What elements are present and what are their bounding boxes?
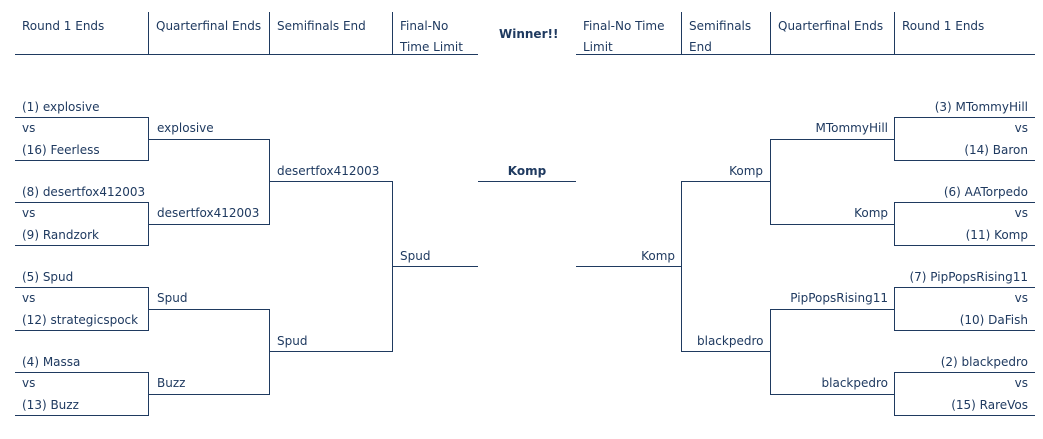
left-r1-m4-top: (4) Massa [22, 355, 81, 369]
header-label: Final-No Time Limit [400, 19, 463, 54]
right-sf-2: blackpedro [697, 334, 764, 348]
left-r1-m1-bottom: (16) Feerless [22, 143, 100, 157]
right-r1-m2-vs: vs [1014, 206, 1028, 220]
bracket-line [894, 117, 1035, 161]
right-r1-m1-vs: vs [1014, 121, 1028, 135]
right-r1-m3-vs: vs [1014, 291, 1028, 305]
header-label: Quarterfinal Ends [778, 19, 884, 33]
header-label: Quarterfinal Ends [156, 19, 262, 33]
header-left-round1: Round 1 Ends [15, 12, 149, 55]
bracket-line [894, 287, 1035, 331]
right-final: Komp [641, 249, 675, 263]
right-r1-m1-bottom: (14) Baron [964, 143, 1028, 157]
header-left-quarterfinal: Quarterfinal Ends [149, 12, 270, 55]
left-qf-2: desertfox412003 [157, 206, 260, 220]
left-qf-4: Buzz [157, 376, 186, 390]
header-label: Final-No Time Limit [583, 19, 665, 54]
left-r1-m3-vs: vs [22, 291, 36, 305]
header-label: Semifinals End [277, 19, 366, 33]
header-winner: Winner!! [499, 27, 559, 41]
bracket-line [681, 181, 771, 352]
left-sf-2: Spud [277, 334, 308, 348]
header-label: Round 1 Ends [22, 19, 105, 33]
left-r1-m2-bottom: (9) Randzork [22, 228, 99, 242]
left-sf-1: desertfox412003 [277, 164, 380, 178]
right-r1-m4-bottom: (15) RareVos [951, 398, 1028, 412]
bracket-line [770, 309, 895, 395]
winner-name: Komp [507, 164, 547, 178]
left-final: Spud [400, 249, 431, 263]
bracket-line [894, 202, 1035, 246]
right-qf-1: MTommyHill [815, 121, 889, 135]
left-r1-m2-top: (8) desertfox412003 [22, 185, 146, 199]
left-r1-m2-vs: vs [22, 206, 36, 220]
bracket-line [894, 372, 1035, 416]
right-r1-m3-bottom: (10) DaFish [959, 313, 1028, 327]
right-r1-m4-top: (2) blackpedro [940, 355, 1028, 369]
left-r1-m1-vs: vs [22, 121, 36, 135]
header-right-semifinal: Semifinals End [682, 12, 771, 55]
right-r1-m3-top: (7) PipPopsRising11 [909, 270, 1028, 284]
right-qf-2: Komp [854, 206, 888, 220]
left-r1-m4-bottom: (13) Buzz [22, 398, 79, 412]
left-qf-1: explosive [157, 121, 214, 135]
bracket-line [770, 139, 895, 225]
bracket-line [269, 181, 393, 352]
left-r1-m3-top: (5) Spud [22, 270, 74, 284]
right-sf-1: Komp [729, 164, 763, 178]
header-label: Semifinals End [689, 19, 752, 54]
left-r1-m4-vs: vs [22, 376, 36, 390]
header-label: Round 1 Ends [902, 19, 985, 33]
header-right-round1: Round 1 Ends [895, 12, 1035, 55]
header-left-semifinal: Semifinals End [270, 12, 393, 55]
right-r1-m2-bottom: (11) Komp [965, 228, 1028, 242]
header-right-quarterfinal: Quarterfinal Ends [771, 12, 895, 55]
right-r1-m4-vs: vs [1014, 376, 1028, 390]
right-r1-m1-top: (3) MTommyHill [934, 100, 1028, 114]
left-r1-m3-bottom: (12) strategicspock [22, 313, 139, 327]
header-right-final: Final-No Time Limit [576, 12, 682, 55]
right-r1-m2-top: (6) AATorpedo [943, 185, 1028, 199]
header-left-final: Final-No Time Limit [393, 12, 478, 55]
right-qf-4: blackpedro [821, 376, 888, 390]
left-qf-3: Spud [157, 291, 188, 305]
left-r1-m1-top: (1) explosive [22, 100, 100, 114]
right-qf-3: PipPopsRising11 [790, 291, 888, 305]
